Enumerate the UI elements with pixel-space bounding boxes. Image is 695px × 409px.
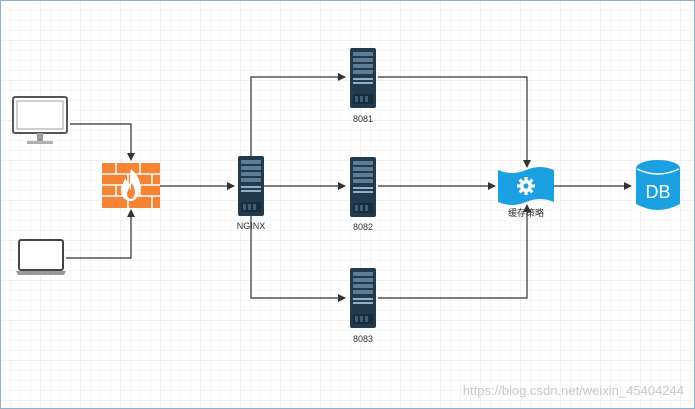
monitor-icon[interactable] xyxy=(12,96,68,144)
gear-icon xyxy=(517,177,535,195)
cache-strategy-icon[interactable] xyxy=(498,167,554,205)
server-8083-icon[interactable] xyxy=(350,268,376,328)
server-8082-label: 8082 xyxy=(353,222,373,232)
db-label: DB xyxy=(645,182,670,202)
laptop-icon[interactable] xyxy=(16,239,66,275)
watermark: https://blog.csdn.net/weixin_45404244 xyxy=(463,383,684,398)
server-8082-icon[interactable] xyxy=(350,157,376,217)
fire-icon xyxy=(120,169,141,201)
server-8081-label: 8081 xyxy=(353,114,373,124)
cache-strategy-label: 缓存策略 xyxy=(508,207,544,218)
server-8081-icon[interactable] xyxy=(350,48,376,108)
nginx-label: NGINX xyxy=(237,221,266,231)
edge-8083-to-cache xyxy=(378,204,531,299)
edge-nginx-to-8083 xyxy=(250,216,346,302)
edge-laptop-to-firewall xyxy=(66,209,135,259)
edge-monitor-to-firewall xyxy=(70,123,135,161)
firewall-icon[interactable] xyxy=(102,163,160,208)
nginx-server-icon[interactable] xyxy=(238,156,264,216)
edges xyxy=(66,73,632,302)
server-8083-label: 8083 xyxy=(353,334,373,344)
database-icon[interactable]: DB xyxy=(636,160,680,210)
edge-nginx-to-8081 xyxy=(250,73,346,157)
edge-8081-to-cache xyxy=(378,76,531,168)
